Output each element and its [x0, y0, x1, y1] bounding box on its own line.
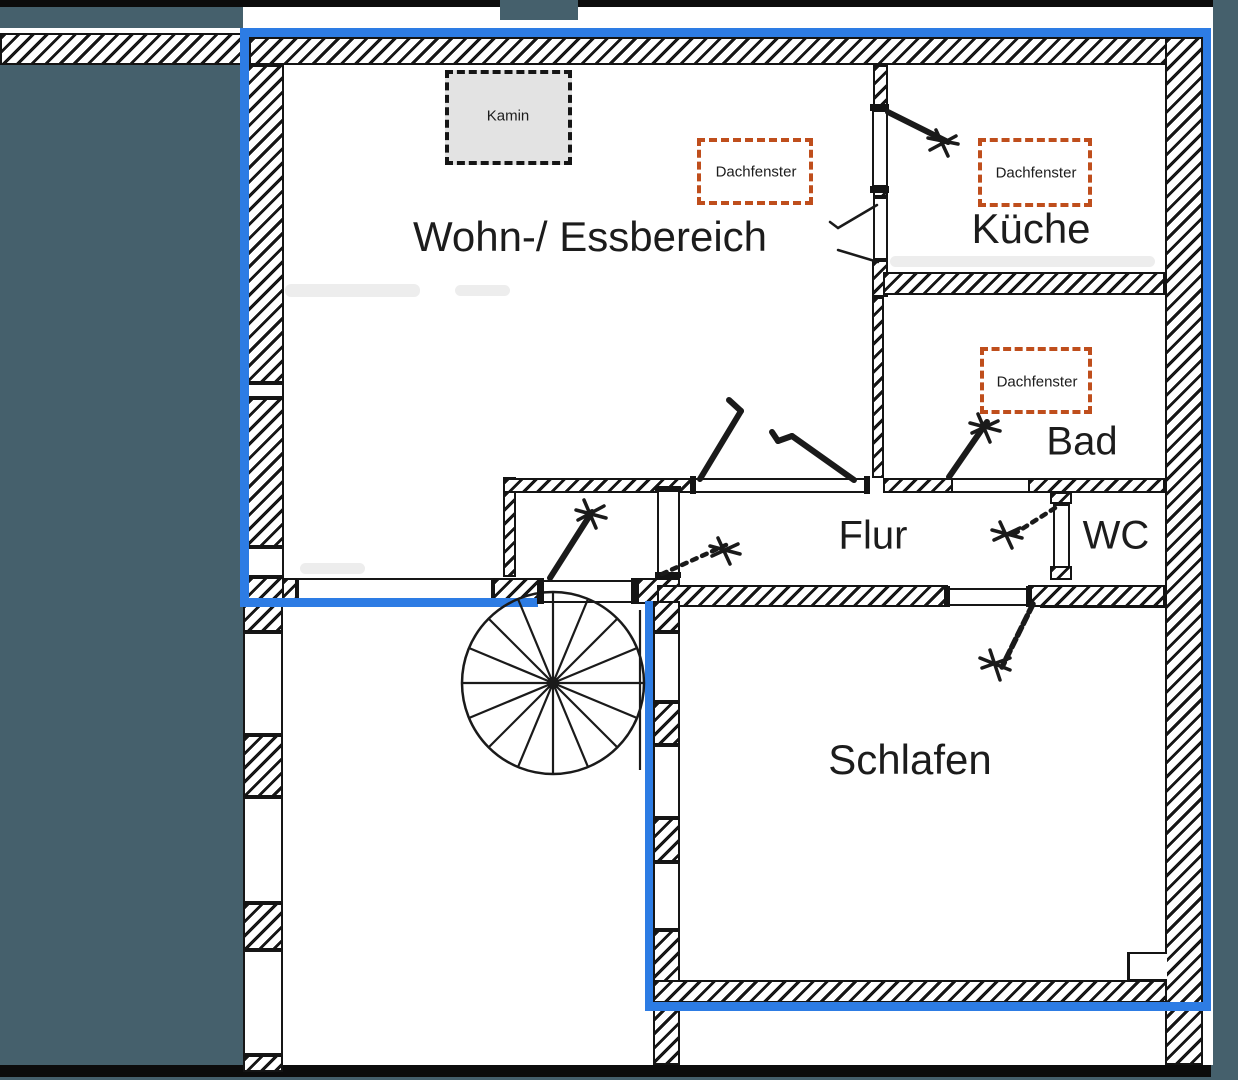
top-notch [500, 0, 578, 20]
smudge [455, 285, 510, 296]
outer-wall-top-left [0, 33, 243, 65]
room-label-wohn-essbereich: Wohn-/ Essbereich [412, 213, 768, 260]
wall-segment [243, 735, 283, 797]
door-swing-kueche [885, 109, 960, 158]
door-swing-wc [990, 505, 1058, 550]
wall-schlafen-top [657, 585, 948, 607]
window-stair-left [243, 632, 283, 735]
spiral-staircase [460, 590, 646, 776]
smudge [300, 563, 365, 574]
wall-left-mid [247, 398, 284, 547]
apartment-boundary-mid-vertical [645, 601, 653, 1008]
door-swing-schlafen [978, 601, 1036, 682]
wall-segment [653, 818, 680, 862]
dachfenster-label-kueche: Dachfenster [995, 164, 1077, 182]
wall-right [1165, 37, 1203, 1065]
room-label-bad: Bad [1046, 419, 1118, 464]
wall-segment [653, 702, 680, 745]
window-stair-left [243, 950, 283, 1055]
door-frame-ticks [537, 104, 1032, 607]
doorframe [1050, 492, 1072, 504]
window-central [873, 197, 888, 260]
room-label-schlafen: Schlafen [828, 736, 992, 783]
door-swing-wohn-flur [697, 397, 857, 483]
wall-schlafen-top [1028, 585, 1165, 607]
wall-segment [653, 601, 680, 632]
door-swing-bad [946, 412, 1002, 480]
doorframe [1050, 566, 1072, 580]
plan-top-border [0, 0, 1213, 7]
apartment-boundary-bottom [645, 1002, 1211, 1011]
room-label-wc: WC [1082, 513, 1150, 558]
wall-flur-top [883, 478, 953, 493]
dachfenster-box-bad [980, 347, 1092, 414]
smudge [285, 284, 420, 297]
top-left-white-strip [0, 28, 243, 34]
dachfenster-label-wohn: Dachfenster [715, 163, 797, 181]
window-schlafen-left [653, 862, 680, 930]
dachfenster-box-kueche [978, 138, 1092, 207]
window-swing-central [828, 203, 880, 264]
window-schlafen-left [653, 745, 680, 818]
wall-kueche-bottom [883, 272, 1165, 295]
window-schlafen-left [653, 632, 680, 702]
apartment-boundary-top [240, 28, 1211, 37]
room-label-flur: Flur [838, 513, 908, 558]
apartment-boundary-right [1203, 28, 1211, 1011]
door-swing-staircase [547, 498, 608, 581]
room-label-kueche: Küche [971, 205, 1091, 252]
door-swing-niche-flur [659, 536, 742, 577]
apartment-boundary-bottom-left [240, 598, 538, 607]
kamin-box [445, 70, 572, 165]
wall-segment [243, 903, 283, 950]
door-opening-bad [953, 478, 1028, 493]
wall-wohn-bad [872, 297, 884, 478]
wall-niche-vertical [503, 477, 516, 577]
window-stair-left [243, 797, 283, 903]
wall-segment [243, 602, 283, 632]
dachfenster-box-wohn [697, 138, 813, 205]
wall-flur-top [503, 478, 692, 493]
kamin-label: Kamin [486, 107, 530, 125]
plan-bottom-border [0, 1065, 1211, 1077]
wall-flur-top [1028, 478, 1165, 493]
smudge [890, 256, 1155, 267]
wall-segment [282, 578, 297, 602]
wall-top [249, 37, 1203, 65]
wall-segment [243, 1055, 283, 1072]
door-opening-wohn-flur [692, 478, 870, 493]
dachfenster-label-bad: Dachfenster [996, 373, 1078, 391]
apartment-boundary-left [240, 28, 249, 605]
niche-bottom-right [1127, 952, 1167, 982]
